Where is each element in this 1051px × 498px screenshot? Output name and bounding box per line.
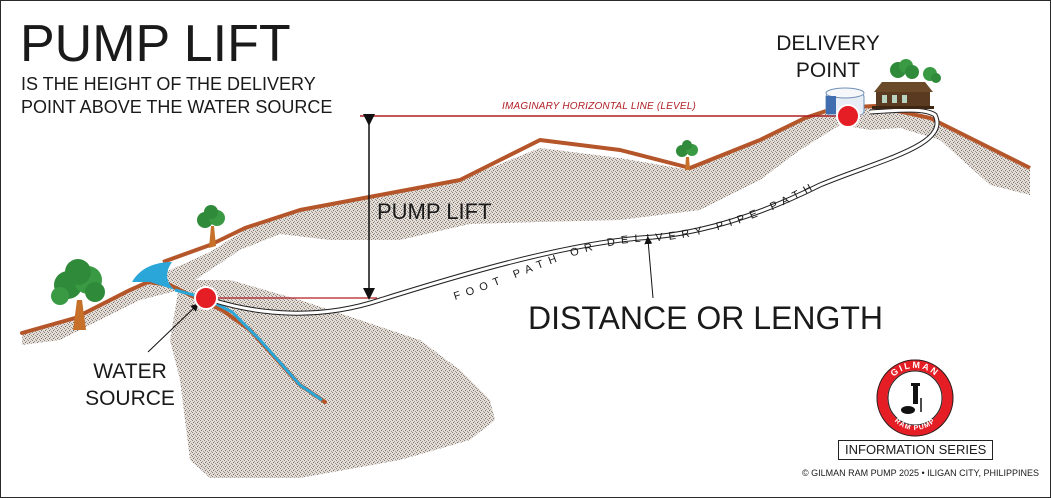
subtitle-line-1: IS THE HEIGHT OF THE DELIVERY xyxy=(21,74,316,94)
tree-hill-icon xyxy=(197,205,225,248)
distance-pointer-arrow xyxy=(644,236,654,299)
water-source-line-2: SOURCE xyxy=(85,387,175,410)
pipe-path-inner xyxy=(211,108,939,315)
distance-label: DISTANCE OR LENGTH xyxy=(528,300,883,336)
gilman-logo: GILMAN RAM PUMP xyxy=(876,359,954,437)
horizontal-line-label: IMAGINARY HORIZONTAL LINE (LEVEL) xyxy=(502,101,697,112)
page-title: PUMP LIFT xyxy=(20,15,291,73)
ground-upper xyxy=(22,108,1030,345)
house-icon xyxy=(872,82,934,109)
tree-large-icon xyxy=(51,259,105,330)
delivery-point-label: DELIVERY POINT xyxy=(768,30,888,84)
house-trees-icon xyxy=(890,59,941,83)
pump-lift-label: PUMP LIFT xyxy=(377,199,492,224)
subtitle: IS THE HEIGHT OF THE DELIVERY POINT ABOV… xyxy=(21,73,332,119)
water-source-pointer-arrow xyxy=(147,303,199,353)
tree-valley-icon xyxy=(676,140,698,170)
delivery-point-line-2: POINT xyxy=(795,59,861,82)
copyright-text: © GILMAN RAM PUMP 2025 • ILIGAN CITY, PH… xyxy=(802,468,1040,478)
delivery-point-line-1: DELIVERY xyxy=(776,32,880,55)
water-source-line-1: WATER xyxy=(93,360,167,383)
subtitle-line-2: POINT ABOVE THE WATER SOURCE xyxy=(21,97,333,117)
delivery-point-marker-icon xyxy=(836,104,860,128)
water-source-marker-icon xyxy=(194,286,218,310)
water-source-label: WATER SOURCE xyxy=(70,358,190,412)
information-series-badge: INFORMATION SERIES xyxy=(838,440,994,460)
water-pond-icon xyxy=(132,262,175,290)
